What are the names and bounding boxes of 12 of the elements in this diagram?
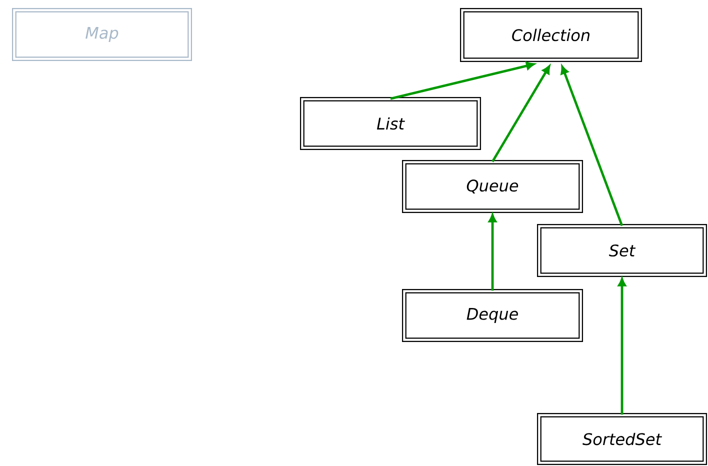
- arrow: [618, 278, 626, 415]
- arrow: [390, 62, 534, 100]
- interface-box: List: [300, 97, 481, 150]
- interface-box: Set: [537, 224, 707, 277]
- interface-box: SortedSet: [537, 413, 707, 465]
- arrow: [491, 66, 550, 162]
- arrow: [488, 214, 496, 291]
- interface-box: Map: [12, 8, 192, 61]
- interface-box: Collection: [460, 8, 642, 62]
- interface-box: Queue: [402, 160, 583, 213]
- interface-box: Deque: [402, 289, 583, 342]
- arrow: [560, 66, 624, 226]
